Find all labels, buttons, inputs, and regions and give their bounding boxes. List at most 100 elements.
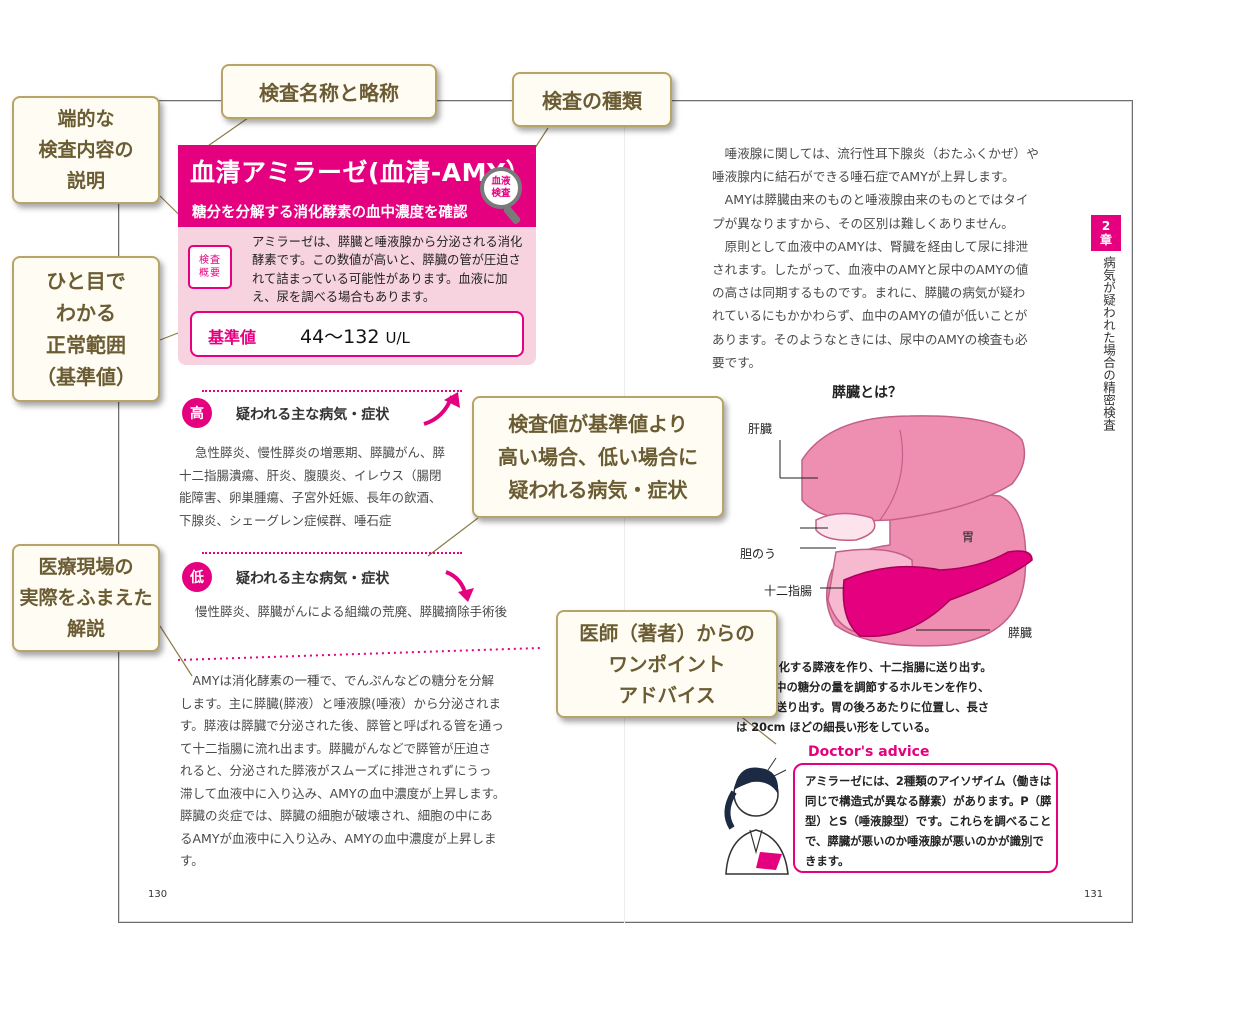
test-title: 血清アミラーゼ(血清-AMY）: [190, 158, 532, 187]
callout-range-line-3: 正常範囲: [46, 333, 126, 357]
callout-explain-line-1: 医療現場の: [38, 555, 134, 578]
callout-high-low-line-1: 検査値が基準値より: [508, 411, 688, 436]
doctor-advice-title: Doctor's advice: [808, 744, 930, 760]
right-body-line-2: 唾液腺内に結石ができる唾石症でAMYが上昇します。: [712, 169, 1015, 185]
high-dotted-line: [202, 390, 462, 392]
callout-summary-line-1: 端的な: [57, 107, 115, 130]
callout-test-name-text: 検査名称と略称: [259, 81, 399, 105]
page-number-left: 130: [148, 889, 168, 900]
callout-test-type: 検査の種類: [512, 72, 672, 127]
label-pancreas: 膵臓: [1008, 626, 1033, 640]
callout-test-type-text: 検査の種類: [542, 89, 642, 113]
summary-icon: 検査 概要: [188, 245, 232, 289]
label-duodenum: 十二指腸: [764, 584, 813, 598]
callout-high-low-line-2: 高い場合、低い場合に: [498, 444, 698, 469]
callout-advice-line-2: ワンポイント: [608, 652, 726, 676]
callout-reference-range: ひと目で わかる 正常範囲 （基準値）: [12, 256, 160, 402]
low-disease-list: 慢性膵炎、膵臓がんによる組織の荒廃、膵臓摘除手術後: [195, 601, 545, 624]
callout-explain-line-2: 実際をふまえた: [19, 586, 153, 609]
callout-summary: 端的な 検査内容の 説明: [12, 96, 160, 204]
reference-unit: U/L: [385, 329, 410, 347]
left-body-line-6: 滞して血液中に入り込み、AMYの血中濃度が上昇します。: [180, 785, 506, 801]
right-body-line-7: の高さは同期するものです。まれに、膵臓の病気が疑わ: [712, 285, 1026, 301]
low-icon: 低: [182, 562, 212, 592]
callout-high-low-line-3: 疑われる病気・症状: [508, 477, 688, 502]
right-body-line-8: れているにもかかわらず、血中のAMYの値が低いことが: [712, 308, 1028, 324]
callout-explanation: 医療現場の 実際をふまえた 解説: [12, 544, 160, 652]
right-body-line-9: あります。そのようなときには、尿中のAMYの検査も必: [712, 331, 1028, 347]
reference-label: 基準値: [208, 328, 257, 347]
badge-line-2: 検査: [491, 188, 511, 199]
high-disease-list: 急性膵炎、慢性膵炎の増悪期、膵臓がん、膵 十二指腸潰瘍、肝炎、腹膜炎、イレウス（…: [179, 442, 477, 534]
low-line-1: 慢性膵炎、膵臓がんによる組織の荒廃、膵臓摘除手術後: [195, 604, 508, 619]
test-summary: アミラーゼは、膵臓と唾液腺から分泌される消化酵素です。この数値が高いと、膵臓の管…: [252, 235, 523, 304]
callout-range-line-4: （基準値）: [36, 365, 136, 389]
blood-test-badge: 血液 検査: [480, 167, 522, 209]
callout-summary-line-2: 検査内容の: [38, 138, 134, 161]
right-body-line-3: AMYは膵臓由来のものと唾液腺由来のものとではタイ: [712, 192, 1029, 208]
high-section-header: 高 疑われる主な病気・症状: [182, 390, 464, 428]
right-body-line-4: プが異なりますから、その区別は難しくありません。: [712, 215, 1014, 231]
doctor-advice-box: アミラーゼには、2種類のアイソザイム（働きは同じで構造式が異なる酵素）があります…: [793, 763, 1058, 873]
right-body-line-5: 原則として血液中のAMYは、腎臓を経由して尿に排泄: [712, 238, 1029, 254]
figure-caption: を消化する膵液を作り、十二指腸に送り出す。 1液中の糖分の量を調節するホルモンを…: [736, 658, 1066, 738]
left-body-line-7: 膵臓の炎症では、膵臓の細胞が破壊され、細胞の中にあ: [180, 808, 493, 823]
callout-advice-line-3: アドバイス: [618, 683, 716, 707]
doctor-illustration: [724, 757, 789, 875]
label-gallbladder: 胆のう: [740, 547, 777, 561]
callout-high-low: 検査値が基準値より 高い場合、低い場合に 疑われる病気・症状: [472, 396, 724, 518]
left-body-line-2: します。主に膵臓(膵液）と唾液腺(唾液）から分泌されま: [180, 695, 502, 711]
summary-icon-line-1: 検査: [199, 255, 221, 266]
left-body-text: AMYは消化酵素の一種で、でんぷんなどの糖分を分解 します。主に膵臓(膵液）と唾…: [180, 670, 542, 873]
high-line-2: 十二指腸潰瘍、肝炎、腹膜炎、イレウス（腸閉: [179, 467, 442, 483]
chapter-number: 2: [1101, 219, 1111, 233]
callout-advice: 医師（著者）からの ワンポイント アドバイス: [556, 610, 778, 718]
test-card: 血清アミラーゼ(血清-AMY） 糖分を分解する消化酵素の血中濃度を確認 血液 検…: [178, 145, 536, 365]
left-body-line-3: す。膵液は膵臓で分泌された後、膵管と呼ばれる管を通っ: [180, 718, 504, 733]
badge-line-1: 血液: [491, 176, 511, 187]
left-body-line-9: す。: [180, 853, 204, 868]
left-body-line-8: るAMYが血液中に入り込み、AMYの血中濃度が上昇しま: [180, 830, 497, 846]
doctor-advice-text: アミラーゼには、2種類のアイソザイム（働きは同じで構造式が異なる酵素）があります…: [805, 774, 1052, 868]
callout-advice-line-1: 医師（著者）からの: [579, 621, 755, 645]
label-liver: 肝臓: [748, 422, 773, 436]
high-section-title: 疑われる主な病気・症状: [236, 407, 390, 423]
right-body-line-10: 要です。: [712, 354, 762, 370]
summary-icon-line-2: 概要: [199, 268, 221, 279]
label-stomach: 胃: [962, 530, 975, 544]
page-number-right: 131: [1084, 889, 1104, 900]
callout-explain-line-3: 解説: [66, 617, 105, 640]
callout-test-name: 検査名称と略称: [221, 64, 437, 119]
reference-value: 44～132 U/L: [300, 322, 410, 349]
right-body-text: 唾液腺に関しては、流行性耳下腺炎（おたふくかぜ）や 唾液腺内に結石ができる唾石症…: [712, 142, 1070, 374]
caption-line-3: Pに送り出す。胃の後ろあたりに位置し、長さ: [756, 701, 990, 714]
caption-line-1: を消化する膵液を作り、十二指腸に送り出す。: [756, 661, 992, 674]
chapter-tab: 2 章: [1091, 215, 1121, 251]
caption-line-2: 1液中の糖分の量を調節するホルモンを作り、: [756, 681, 990, 694]
reference-number: 44～132: [300, 326, 380, 348]
pancreas-illustration: [779, 415, 1033, 647]
high-line-1: 急性膵炎、慢性膵炎の増悪期、膵臓がん、膵: [195, 445, 446, 460]
low-section-header: 低 疑われる主な病気・症状: [182, 552, 464, 592]
chapter-word: 章: [1099, 233, 1112, 247]
low-dotted-line: [202, 552, 462, 554]
reference-range-box: 基準値 44～132 U/L: [190, 311, 524, 357]
left-body-line-5: れると、分泌された膵液がスムーズに排泄されずにうっ: [180, 763, 492, 778]
high-icon: 高: [182, 398, 212, 428]
left-body-line-4: て十二指腸に流れ出ます。膵臓がんなどで膵管が圧迫さ: [180, 740, 492, 756]
right-body-line-6: されます。したがって、血液中のAMYと尿中のAMYの値: [712, 262, 1029, 278]
callout-range-line-2: わかる: [56, 301, 116, 325]
caption-line-4: は 20cm ほどの細長い形をしている。: [736, 721, 936, 734]
low-section-title: 疑われる主な病気・症状: [236, 571, 390, 587]
callout-summary-line-3: 説明: [66, 169, 105, 192]
high-line-3: 能障害、卵巣腫瘍、子宮外妊娠、長年の飲酒、: [179, 490, 442, 505]
right-body-line-1: 唾液腺に関しては、流行性耳下腺炎（おたふくかぜ）や: [712, 146, 1039, 161]
chapter-title: 病気が疑われた場合の精密検査: [1101, 256, 1116, 431]
test-card-header: 血清アミラーゼ(血清-AMY） 糖分を分解する消化酵素の血中濃度を確認 血液 検…: [178, 145, 536, 227]
high-line-4: 下腺炎、シェーグレン症候群、唾石症: [179, 512, 392, 528]
left-body-line-1: AMYは消化酵素の一種で、でんぷんなどの糖分を分解: [180, 673, 494, 688]
test-subtitle: 糖分を分解する消化酵素の血中濃度を確認: [192, 205, 468, 221]
figure-title: 膵臓とは？: [832, 385, 902, 401]
callout-range-line-1: ひと目で: [46, 269, 126, 293]
